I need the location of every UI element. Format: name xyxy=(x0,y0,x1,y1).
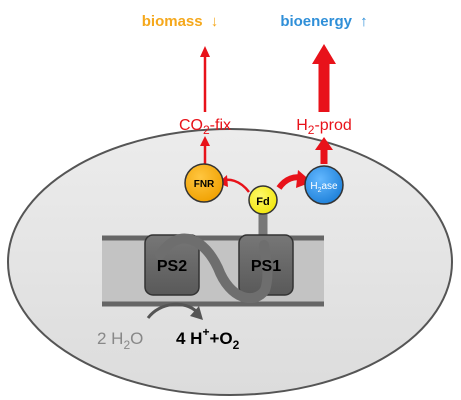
h2ase-enzyme xyxy=(304,165,344,205)
fnr-enzyme xyxy=(184,163,224,203)
h2prod-post: -prod xyxy=(314,117,351,134)
products-plus: +O xyxy=(209,329,232,348)
products-coef: 4 H xyxy=(176,329,202,348)
co2fix-pre: CO xyxy=(179,117,203,134)
h2ase-sub: 2 xyxy=(318,187,322,194)
water-split-arrow xyxy=(146,302,199,319)
h2prod-to-bioenergy-arrowhead xyxy=(312,44,336,64)
fd-label: Fd xyxy=(256,196,269,208)
ps1-label: PS1 xyxy=(251,258,281,275)
water-post: O xyxy=(130,329,143,348)
co2fix-label: CO2-fix xyxy=(179,117,231,137)
co2fix-sub: 2 xyxy=(203,123,210,137)
h2ase-pre: H xyxy=(310,181,317,192)
h2prod-pre: H xyxy=(296,117,308,134)
ps2-label: PS2 xyxy=(157,258,187,275)
electron-path xyxy=(155,233,273,304)
water-pre: 2 H xyxy=(97,329,123,348)
co2fix-post: -fix xyxy=(210,117,231,134)
water-label: 2 H2O xyxy=(97,329,143,352)
h2ase-label: H2ase xyxy=(310,181,338,194)
biomass-arrow: ↓ xyxy=(211,13,219,30)
h2ase-post: ase xyxy=(322,181,339,192)
co2fix-to-biomass-arrowhead xyxy=(200,46,210,57)
products-sub: 2 xyxy=(233,338,240,352)
products-sup: + xyxy=(202,325,209,339)
h2ase-to-h2prod-arrowhead xyxy=(315,137,333,150)
biomass-text: biomass xyxy=(142,13,203,30)
bioenergy-label: bioenergy ↑ xyxy=(280,13,367,30)
products-label: 4 H++O2 xyxy=(176,325,240,352)
water-split-arrowhead xyxy=(190,306,203,320)
h2prod-sub: 2 xyxy=(308,123,315,137)
biomass-label: biomass ↓ xyxy=(142,13,219,30)
h2prod-label: H2-prod xyxy=(296,117,352,137)
bioenergy-text: bioenergy xyxy=(280,13,352,30)
fd-protein xyxy=(248,185,278,215)
fnr-label: FNR xyxy=(194,179,215,190)
bioenergy-arrow: ↑ xyxy=(360,13,368,30)
fnr-to-co2fix-arrowhead xyxy=(200,136,210,146)
water-sub: 2 xyxy=(123,338,130,352)
